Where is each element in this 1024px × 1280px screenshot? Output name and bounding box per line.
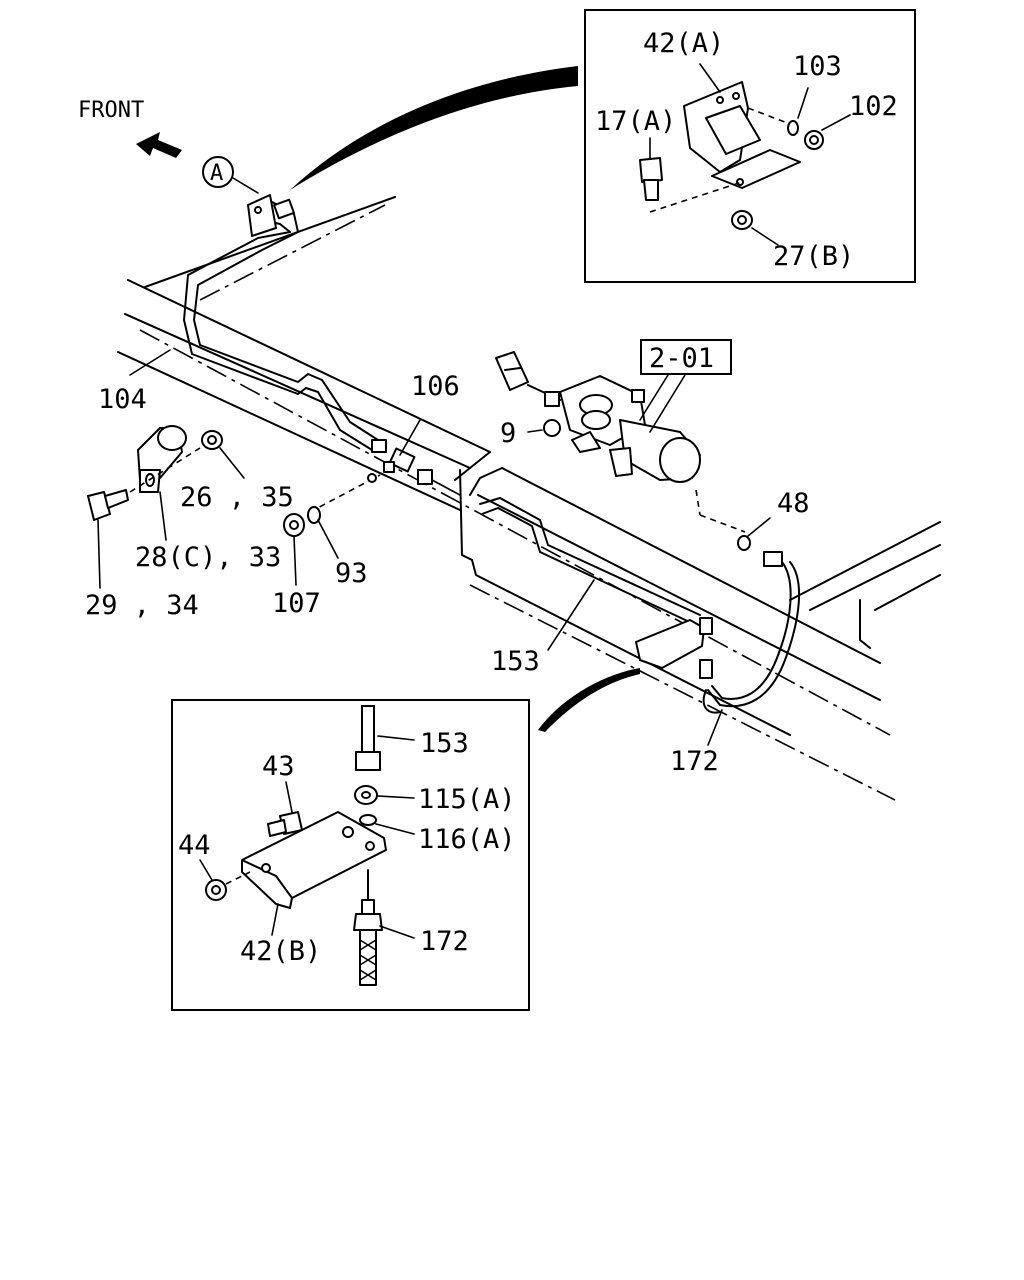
pipe-153 bbox=[479, 497, 713, 679]
bracket-28 bbox=[137, 425, 187, 541]
callout-153: 153 bbox=[491, 646, 540, 677]
frame-rails bbox=[117, 196, 941, 801]
front-label: FRONT bbox=[78, 98, 144, 123]
view-a-circle-icon bbox=[202, 156, 234, 188]
callout-29-34: 29 , 34 bbox=[85, 590, 199, 621]
callout-104: 104 bbox=[98, 384, 147, 415]
detail-leader-arrow-icon-lower bbox=[538, 668, 640, 732]
group-ref-text: 2-01 bbox=[649, 343, 714, 374]
view-a-marker: A bbox=[202, 156, 259, 194]
group-ref-box: 2-01 bbox=[640, 339, 732, 375]
callout-103: 103 bbox=[793, 51, 842, 82]
callout-28c-33: 28(C), 33 bbox=[135, 542, 281, 573]
pipe-104 bbox=[183, 194, 379, 451]
callout-102: 102 bbox=[849, 91, 898, 122]
callout-172: 172 bbox=[670, 746, 719, 777]
callout-27b: 27(B) bbox=[773, 241, 854, 272]
callout-43: 43 bbox=[262, 751, 295, 782]
callout-42a: 42(A) bbox=[643, 28, 724, 59]
nut-26 bbox=[201, 430, 245, 479]
tee-fitting-106 bbox=[309, 419, 461, 513]
front-arrow-icon bbox=[136, 132, 182, 158]
solenoid-valve-assembly bbox=[495, 351, 746, 533]
callout-93: 93 bbox=[335, 558, 368, 589]
bolt-29 bbox=[87, 489, 129, 589]
inset-a-detail: 42(A) 103 102 17(A) 27(B) bbox=[584, 9, 916, 283]
hose-172 bbox=[702, 551, 800, 746]
front-indicator: FRONT bbox=[78, 98, 182, 158]
callout-17a: 17(A) bbox=[595, 106, 676, 137]
callout-9: 9 bbox=[500, 418, 516, 449]
callout-107: 107 bbox=[272, 588, 321, 619]
washer-93 bbox=[307, 506, 339, 559]
view-a-letter: A bbox=[210, 161, 223, 186]
nut-9 bbox=[527, 419, 561, 437]
washer-48 bbox=[737, 517, 771, 551]
callout-48: 48 bbox=[777, 488, 810, 519]
callout-26-35: 26 , 35 bbox=[180, 482, 294, 513]
inset-b-detail: 153 43 115(A) 116(A) 44 172 42(B) bbox=[171, 699, 530, 1011]
detail-leader-arrow-icon bbox=[290, 66, 578, 190]
callout-115a: 115(A) bbox=[418, 784, 516, 815]
callout-172-inset: 172 bbox=[420, 926, 469, 957]
callout-153-inset: 153 bbox=[420, 728, 469, 759]
callout-116a: 116(A) bbox=[418, 824, 516, 855]
callout-44: 44 bbox=[178, 830, 211, 861]
callout-42b: 42(B) bbox=[240, 936, 321, 967]
nut-107 bbox=[283, 513, 305, 586]
callout-106: 106 bbox=[411, 371, 460, 402]
